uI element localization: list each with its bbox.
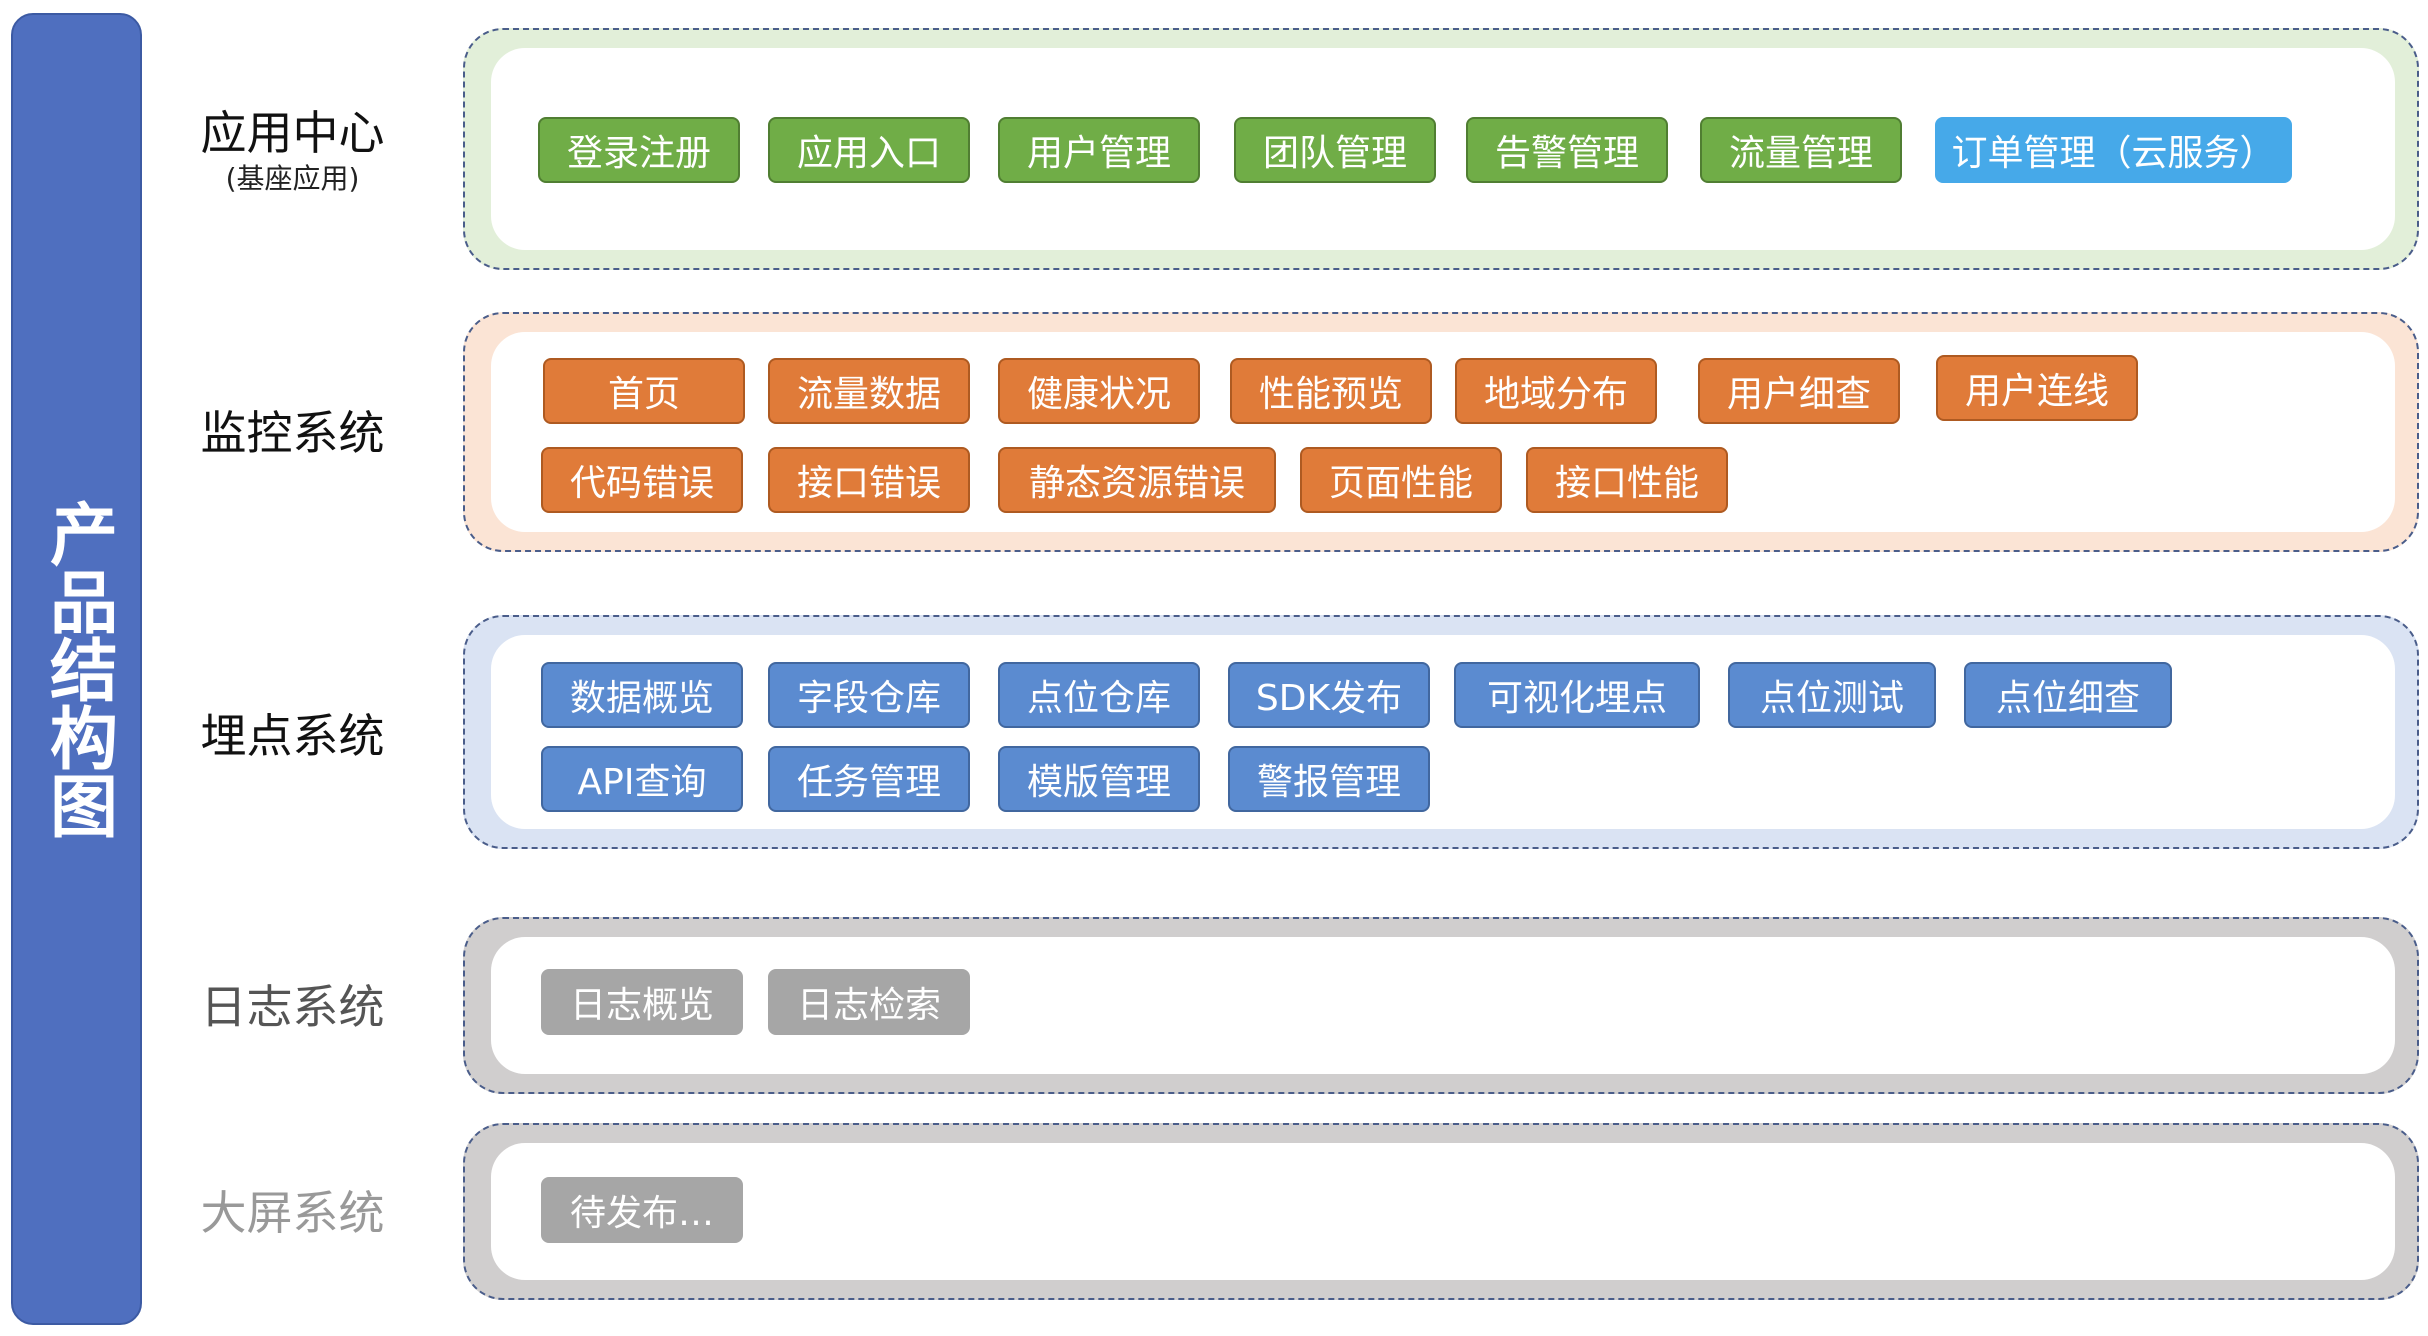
module-chip[interactable]: 日志概览 bbox=[541, 969, 743, 1035]
module-chip[interactable]: 字段仓库 bbox=[768, 662, 970, 728]
module-chip[interactable]: 团队管理 bbox=[1234, 117, 1436, 183]
module-chip[interactable]: 健康状况 bbox=[998, 358, 1200, 424]
module-chip[interactable]: 用户管理 bbox=[998, 117, 1200, 183]
module-chip[interactable]: 点位细查 bbox=[1964, 662, 2172, 728]
module-chip-cloud[interactable]: 订单管理（云服务） bbox=[1935, 117, 2292, 183]
logs-panel bbox=[463, 917, 2419, 1094]
monitoring-panel bbox=[463, 312, 2419, 552]
module-chip[interactable]: 警报管理 bbox=[1228, 746, 1430, 812]
module-chip-pending[interactable]: 待发布… bbox=[541, 1177, 743, 1243]
module-chip[interactable]: 页面性能 bbox=[1300, 447, 1502, 513]
module-chip[interactable]: 流量管理 bbox=[1700, 117, 1902, 183]
module-chip[interactable]: 用户连线 bbox=[1936, 355, 2138, 421]
module-chip[interactable]: 任务管理 bbox=[768, 746, 970, 812]
row-label-logs: 日志系统 bbox=[200, 980, 385, 1034]
module-chip[interactable]: 数据概览 bbox=[541, 662, 743, 728]
row-label-app-center-text: 应用中心 bbox=[200, 106, 385, 160]
module-chip[interactable]: 代码错误 bbox=[541, 447, 743, 513]
module-chip[interactable]: 用户细查 bbox=[1698, 358, 1900, 424]
module-chip[interactable]: 登录注册 bbox=[538, 117, 740, 183]
row-label-monitoring: 监控系统 bbox=[200, 406, 385, 460]
module-chip[interactable]: 应用入口 bbox=[768, 117, 970, 183]
module-chip[interactable]: 点位仓库 bbox=[998, 662, 1200, 728]
module-chip[interactable]: 点位测试 bbox=[1728, 662, 1936, 728]
module-chip[interactable]: 可视化埋点 bbox=[1454, 662, 1700, 728]
module-chip[interactable]: 接口性能 bbox=[1526, 447, 1728, 513]
module-chip[interactable]: 日志检索 bbox=[768, 969, 970, 1035]
row-label-app-center: 应用中心 (基座应用) bbox=[160, 104, 425, 196]
module-chip[interactable]: 接口错误 bbox=[768, 447, 970, 513]
diagram-title: 产品结构图 bbox=[37, 499, 117, 839]
module-chip[interactable]: 告警管理 bbox=[1466, 117, 1668, 183]
row-label-big-screen: 大屏系统 bbox=[200, 1186, 385, 1240]
module-chip[interactable]: 首页 bbox=[543, 358, 745, 424]
row-label-tracking: 埋点系统 bbox=[200, 709, 385, 763]
big-screen-panel-inner bbox=[491, 1143, 2395, 1280]
tracking-panel bbox=[463, 615, 2419, 849]
product-structure-sidebar: 产品结构图 bbox=[11, 13, 142, 1325]
module-chip[interactable]: SDK发布 bbox=[1228, 662, 1430, 728]
module-chip[interactable]: 地域分布 bbox=[1455, 358, 1657, 424]
module-chip[interactable]: 流量数据 bbox=[768, 358, 970, 424]
row-sublabel-app-center: (基座应用) bbox=[225, 162, 360, 195]
module-chip[interactable]: API查询 bbox=[541, 746, 743, 812]
module-chip[interactable]: 性能预览 bbox=[1230, 358, 1432, 424]
module-chip[interactable]: 模版管理 bbox=[998, 746, 1200, 812]
module-chip[interactable]: 静态资源错误 bbox=[998, 447, 1276, 513]
big-screen-panel bbox=[463, 1123, 2419, 1300]
